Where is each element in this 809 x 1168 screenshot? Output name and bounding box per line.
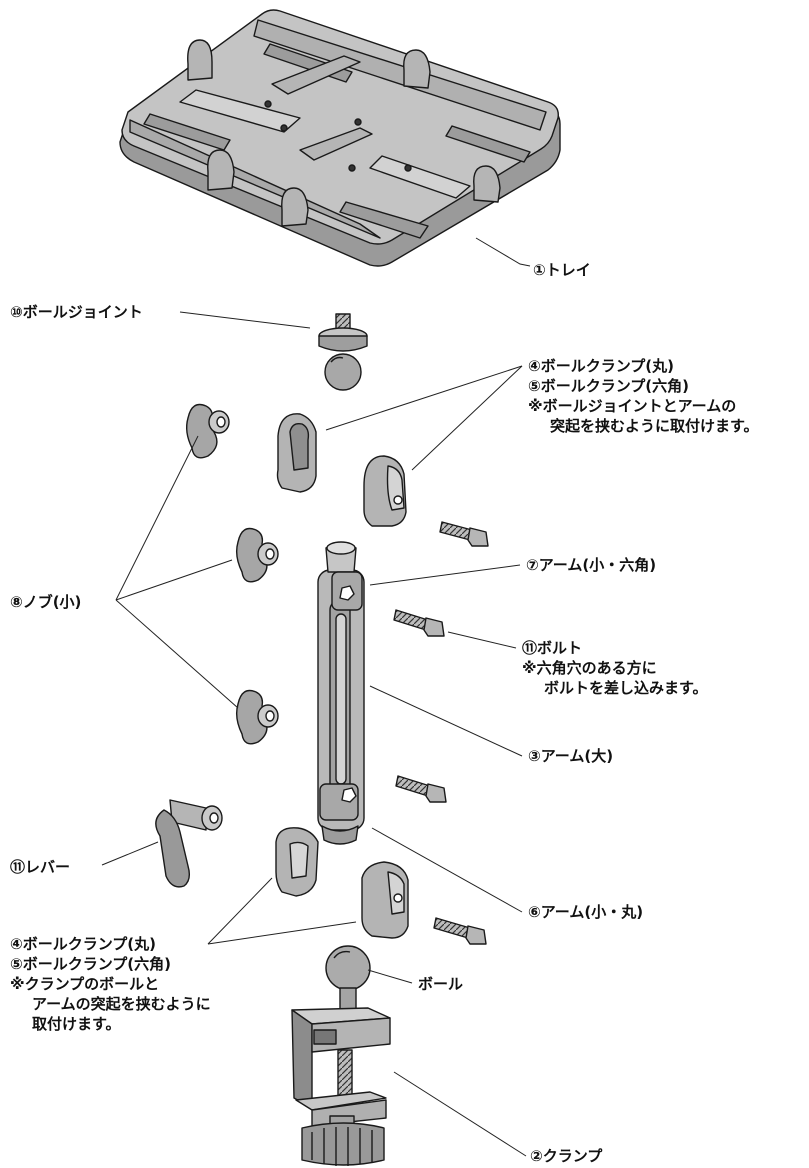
label-ball-joint: ⑩ボールジョイント [10,303,143,321]
label-bolt: ⑪ボルト [522,639,583,657]
note-ball-joint-line-2: 突起を挟むように取付けます。 [550,417,759,435]
arm-large-illustration [317,541,365,845]
bolt-top-illustration [439,521,489,547]
label-knob-small: ⑧ノブ(小) [10,593,82,611]
note-clamp-line-1: ※クランプのボールと [10,975,160,993]
lever-illustration [155,799,223,888]
note-clamp-line-3: 取付けます。 [32,1015,121,1033]
clamp-illustration [291,945,391,1166]
label-ball-clamp-round-2: ④ボールクランプ(丸) [10,935,156,953]
ball-clamp-hex-top-illustration [363,455,407,527]
ball-clamp-round-bottom-illustration [275,827,319,897]
label-arm-small-round: ⑥アーム(小・丸) [528,903,644,921]
label-arm-large: ③アーム(大) [528,747,614,765]
bolt-middle-illustration [393,609,445,637]
label-arm-small-hex: ⑦アーム(小・六角) [526,556,657,574]
ball-clamp-hex-bottom-illustration [361,861,409,939]
bolt-lower-arm-illustration [395,775,447,803]
label-ball-clamp-hex: ⑤ボールクランプ(六角) [528,377,689,395]
ball-joint-illustration [318,313,368,391]
leader-lines [101,237,531,1157]
label-ball-clamp-round: ④ボールクランプ(丸) [528,357,674,375]
label-ball: ボール [418,975,464,993]
label-tray: ①トレイ [533,261,591,279]
ball-clamp-round-top-illustration [276,413,317,493]
note-ball-joint-line-1: ※ボールジョイントとアームの [528,397,737,415]
knob-small-bottom-illustration [235,689,279,745]
tray-illustration [119,9,561,267]
label-ball-clamp-hex-2: ⑤ボールクランプ(六角) [10,955,171,973]
note-bolt-line-2: ボルトを差し込みます。 [544,679,708,697]
note-clamp-line-2: アームの突起を挟むように [32,995,211,1013]
bolt-bottom-illustration [433,917,487,945]
knob-small-top-illustration [185,403,230,459]
label-lever: ⑪レバー [10,858,71,876]
note-bolt-line-1: ※六角穴のある方に [522,659,657,677]
label-clamp: ②クランプ [530,1147,603,1165]
knob-small-middle-illustration [235,527,279,583]
